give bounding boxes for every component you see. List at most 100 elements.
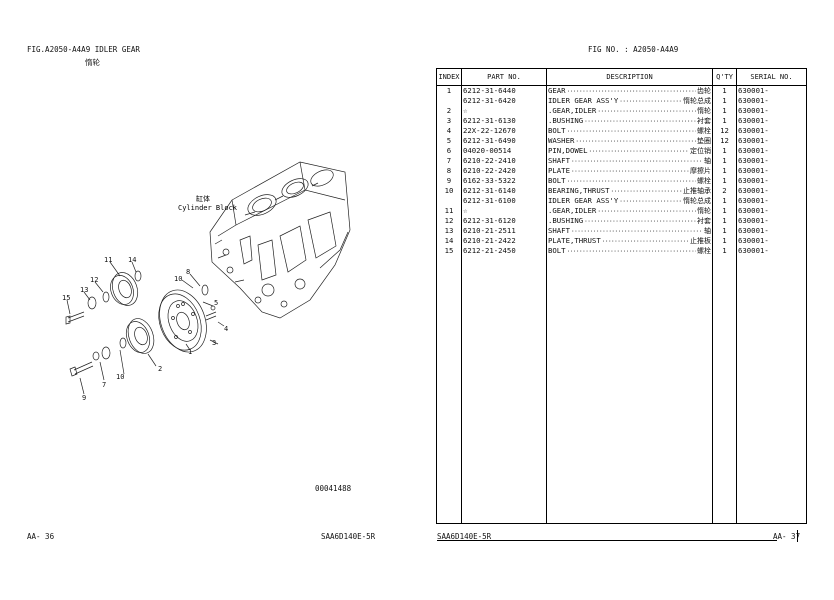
bolt-9-illustration [69,361,94,377]
cell-serial-no: 630001- [736,136,807,146]
description-en: WASHER [548,136,575,145]
cell-description: .BUSHING衬套 [546,116,713,126]
description-en: PIN,DOWEL [548,146,588,155]
cell-qty: 1 [712,85,737,96]
cell-qty: 1 [712,166,737,176]
cell-part-no: 6212-31-6100 [461,196,547,206]
figure-subtitle-cn: 惰轮 [85,58,100,67]
leader-dots [567,177,696,186]
cell-description: GEAR齿轮 [546,85,713,96]
callout-8: 8 [186,268,190,276]
cell-part-no: 6212-31-6490 [461,136,547,146]
cell-index: 4 [436,126,462,136]
callout-15: 15 [62,294,70,302]
cell-part-no: 6162-33-5322 [461,176,547,186]
cell-qty: 1 [712,206,737,216]
cell-serial-no: 630001- [736,96,807,106]
cell-index [436,96,462,106]
table-filler-row [436,256,807,524]
cell-index: 5 [436,136,462,146]
drawing-number: 00041488 [315,484,352,493]
leader-dots [611,187,682,196]
cell-description: PLATE摩擦片 [546,166,713,176]
description-en: BOLT [548,126,566,135]
cell-serial-no: 630001- [736,116,807,126]
header-index: INDEX [436,68,462,86]
leader-dots [589,147,689,156]
cell-qty: 1 [712,216,737,226]
plate-14-illustration [134,270,142,282]
description-en: PLATE [548,166,570,175]
leader-dots [597,207,696,216]
cell-description: .GEAR,IDLER惰轮 [546,106,713,116]
description-cn: 齿轮 [697,87,711,95]
label-cylinder-block-cn: 缸体 [196,194,210,203]
callout-10-upper: 10 [174,275,182,283]
header-qty: Q'TY [712,68,737,86]
description-en: .BUSHING [548,216,584,225]
description-en: SHAFT [548,156,570,165]
leader-dots [567,127,696,136]
cell-serial-no: 630001- [736,216,807,226]
bolt-15-illustration [65,311,85,325]
idler-gear-assembly-illustration [125,318,155,354]
callout-13: 13 [80,286,88,294]
cell-qty: 1 [712,96,737,106]
description-en: BEARING,THRUST [548,186,610,195]
cell-qty: 1 [712,246,737,256]
right-model-code: SAA6D140E-5R [437,532,492,541]
cell-qty: 12 [712,126,737,136]
cell-qty: 1 [712,106,737,116]
description-en: IDLER GEAR ASS'Y [548,96,619,105]
cell-serial-no: 630001- [736,206,807,216]
cell-serial-no: 630001- [736,126,807,136]
leader-dots [602,237,689,246]
table-row: 11☆.GEAR,IDLER惰轮1630001- [436,206,807,216]
callout-1: 1 [188,348,192,356]
cell-index: 11 [436,206,462,216]
callout-11: 11 [104,256,112,264]
description-cn: 惰轮 [697,107,711,115]
leader-dots [571,227,703,236]
cylinder-block-illustration [209,161,351,319]
callout-14: 14 [128,256,136,264]
description-cn: 螺栓 [697,247,711,255]
description-cn: 衬套 [697,217,711,225]
cell-description: SHAFT轴 [546,226,713,236]
description-en: BOLT [548,176,566,185]
header-description: DESCRIPTION [546,68,713,86]
cell-part-no: 22X-22-12670 [461,126,547,136]
cell-index: 2 [436,106,462,116]
leader-dots [619,197,682,206]
cell-index: 12 [436,216,462,226]
cell-serial-no: 630001- [736,186,807,196]
cell-serial-no: 630001- [736,156,807,166]
leader-dots [619,97,682,106]
cell-part-no: 6210-21-2511 [461,226,547,236]
leader-dots [597,107,696,116]
footer-rule [437,540,777,541]
leader-dots [575,137,696,146]
cell-index: 1 [436,85,462,96]
figure-number: FIG NO. : A2050-A4A9 [588,45,679,54]
description-cn: 止推板 [690,237,711,245]
cell-index: 15 [436,246,462,256]
cell-qty: 12 [712,136,737,146]
table-row: 2☆.GEAR,IDLER惰轮1630001- [436,106,807,116]
cell-serial-no: 630001- [736,146,807,156]
leader-dots [571,167,689,176]
cell-description: .BUSHING 衬套 [546,216,713,226]
cell-description: PLATE,THRUST止推板 [546,236,713,246]
cell-qty: 2 [712,186,737,196]
cell-index [436,196,462,206]
plate-8-illustration [201,284,209,296]
